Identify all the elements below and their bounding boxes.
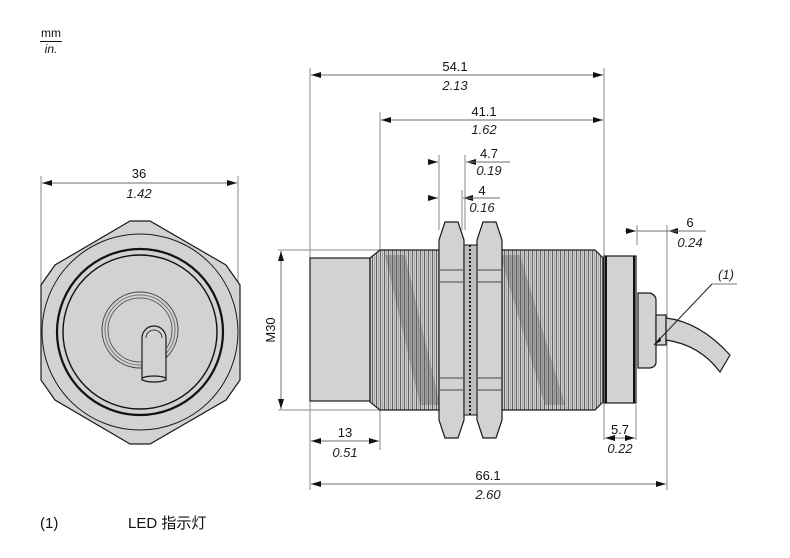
callout-label: (1) bbox=[718, 267, 734, 282]
threaded-length-in: 1.62 bbox=[471, 122, 497, 137]
front-width-mm: 36 bbox=[132, 166, 146, 181]
sensing-face bbox=[62, 254, 218, 410]
led-housing bbox=[637, 292, 657, 369]
unit-in: in. bbox=[44, 42, 58, 56]
rear-cap-mm: 5.7 bbox=[611, 422, 629, 437]
sensing-face-in: 0.51 bbox=[332, 445, 357, 460]
cable-highlight bbox=[145, 329, 163, 339]
units-indicator: mm in. bbox=[40, 26, 62, 56]
front-view: 36 1.42 bbox=[40, 166, 241, 445]
overall-length-in: 2.60 bbox=[474, 487, 501, 502]
cable-exit-in: 0.24 bbox=[677, 235, 702, 250]
overall-body-mm: 54.1 bbox=[442, 59, 467, 74]
inner-ring bbox=[55, 247, 225, 417]
cable-end bbox=[141, 375, 167, 383]
cable bbox=[665, 317, 731, 374]
cable-gland-ring-core bbox=[107, 297, 173, 363]
rear-cap bbox=[603, 255, 637, 404]
cable-exit-mm: 6 bbox=[686, 215, 693, 230]
overall-length-mm: 66.1 bbox=[475, 468, 500, 483]
nut-thickness-in: 0.16 bbox=[469, 200, 495, 215]
legend-key: (1) bbox=[40, 515, 59, 532]
nut-pitch-in: 0.19 bbox=[476, 163, 501, 178]
unit-mm: mm bbox=[40, 26, 62, 42]
sensing-face-mm: 13 bbox=[338, 425, 352, 440]
nut-pitch-mm: 4.7 bbox=[480, 146, 498, 161]
sensing-face-cap bbox=[309, 257, 371, 402]
callout-leader bbox=[653, 283, 713, 346]
thread-shading bbox=[385, 255, 565, 405]
callout-arrow bbox=[654, 337, 661, 345]
thread-label: M30 bbox=[263, 317, 278, 342]
cable-gland-ring bbox=[101, 291, 179, 369]
legend: (1) LED 指示灯 bbox=[40, 512, 206, 533]
cable-gland-ring-inner bbox=[104, 294, 176, 366]
lock-nut-2 bbox=[476, 221, 503, 439]
lock-nut-1 bbox=[438, 221, 465, 439]
legend-text: LED 指示灯 bbox=[128, 515, 207, 532]
side-view: 54.1 2.13 41.1 1.62 4.7 0.19 4 0.16 6 0.… bbox=[263, 59, 737, 502]
threaded-length-mm: 41.1 bbox=[471, 104, 496, 119]
overall-body-in: 2.13 bbox=[441, 78, 468, 93]
cable-stub bbox=[141, 325, 167, 381]
front-width-in: 1.42 bbox=[126, 186, 152, 201]
nut-thickness-mm: 4 bbox=[478, 183, 485, 198]
rear-cap-in: 0.22 bbox=[607, 441, 633, 456]
